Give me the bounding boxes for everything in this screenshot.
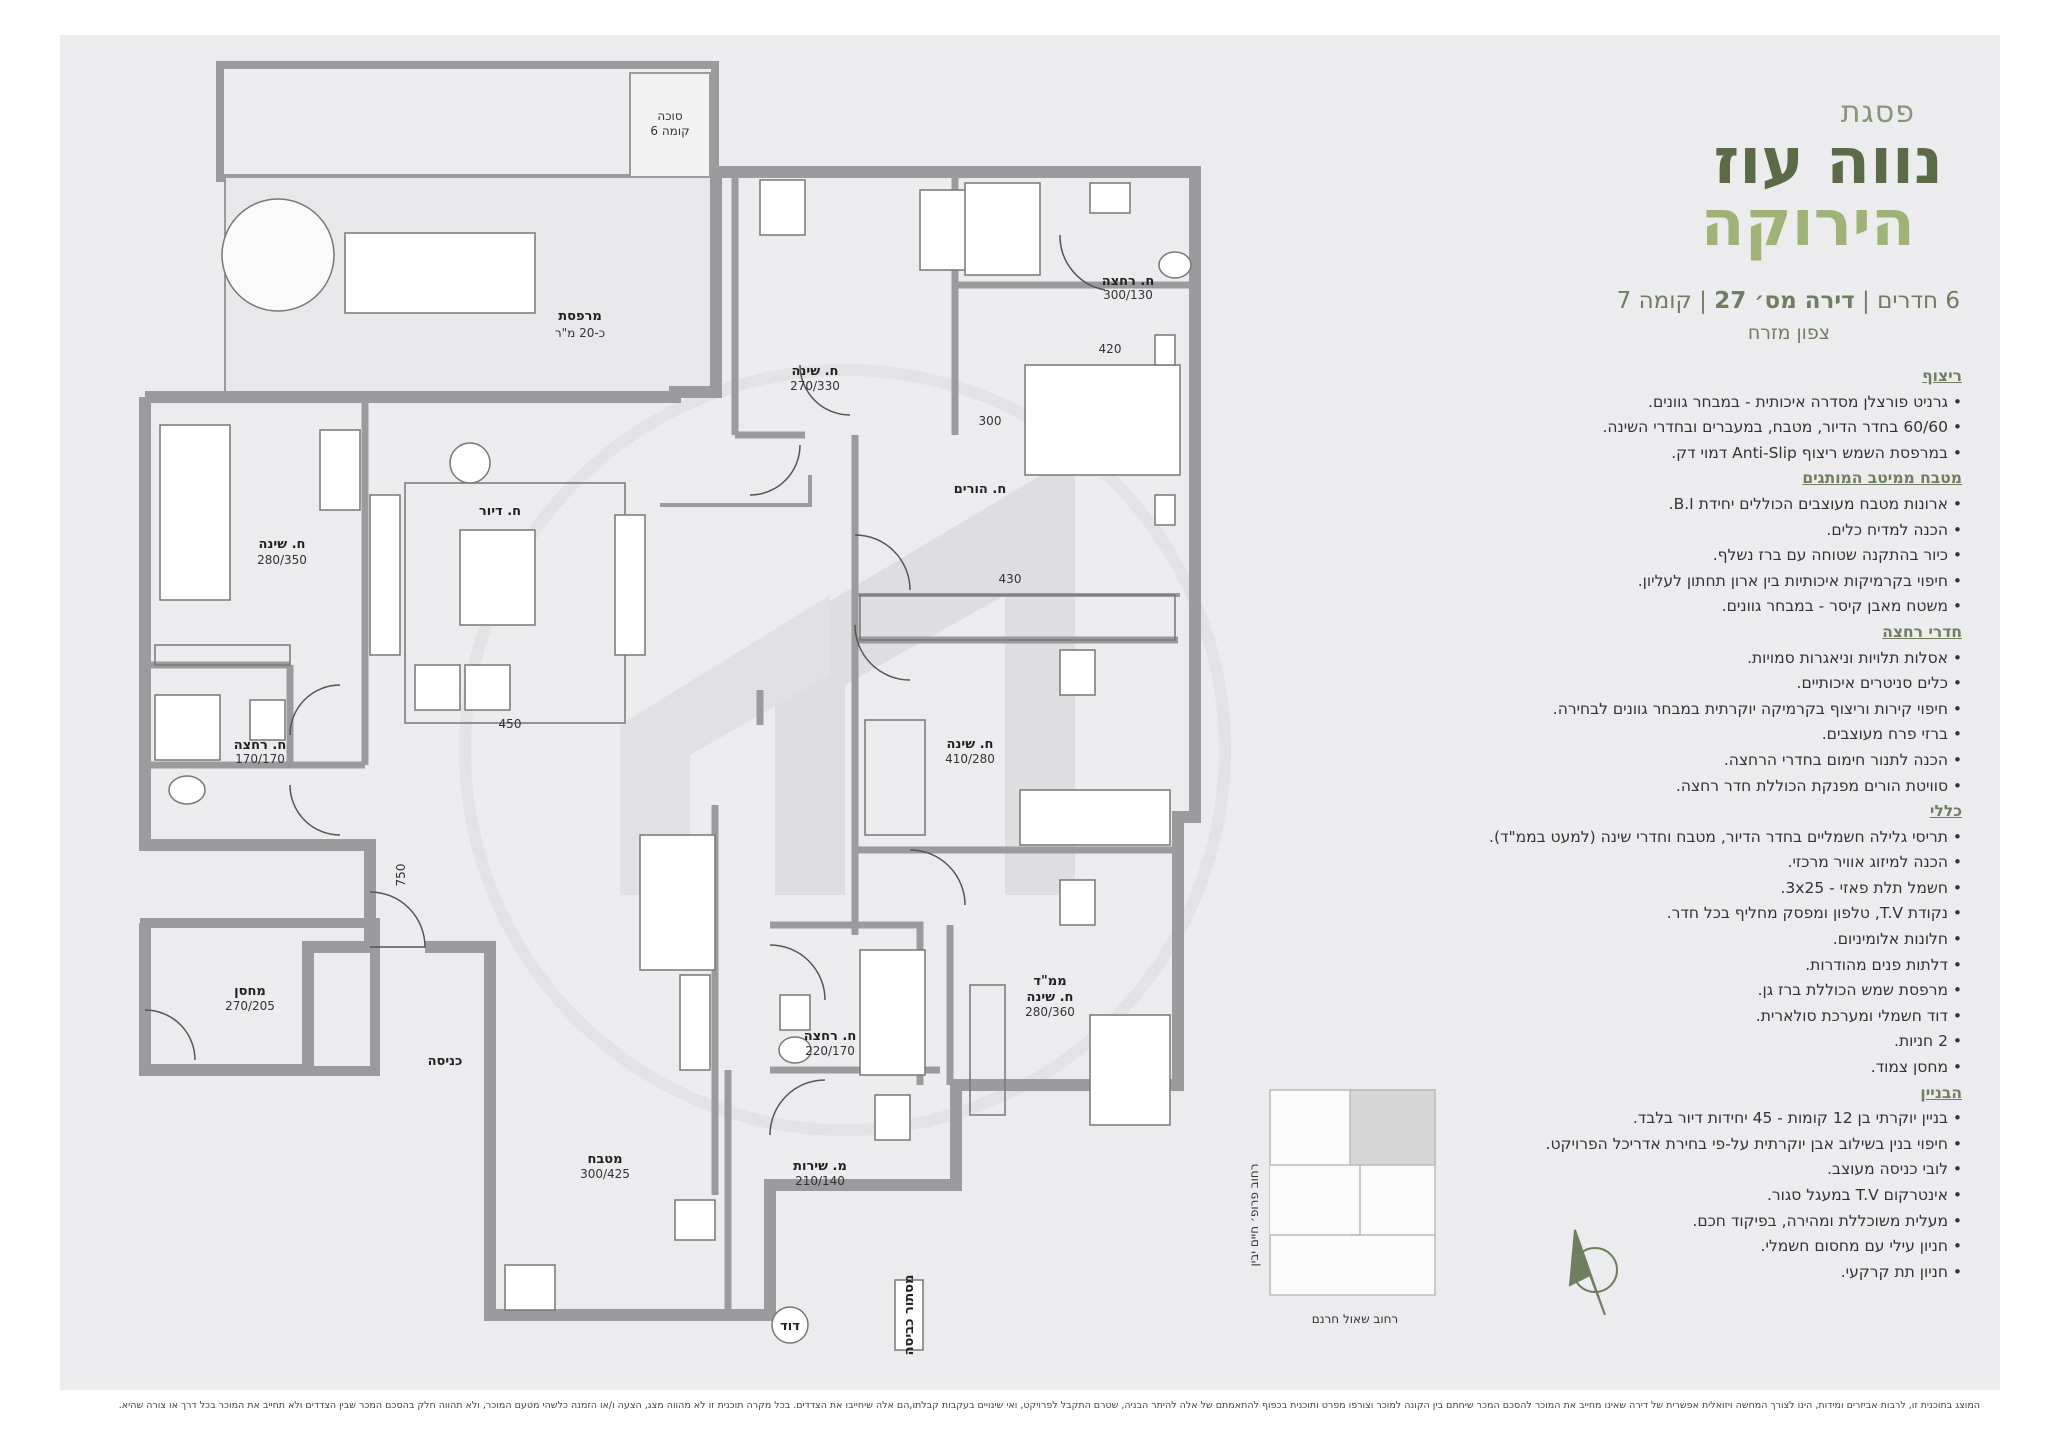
room-label-kitchen: מטבח [587, 1152, 622, 1167]
room-label-bedroom-nw: ח. שינה [259, 537, 306, 552]
dim-living: 450 [499, 717, 522, 731]
room-detail-bedroom-e: 410/280 [945, 752, 995, 766]
spec-item: במרפסת השמש ריצוף Anti-Slip דמוי דק. [1362, 441, 1962, 467]
room-detail-balcony: כ-20 מ"ר [555, 326, 605, 340]
project-logo: פסגת נווה עוז הירוקה [1645, 95, 1955, 260]
logo-name-line2: הירוקה [1700, 187, 1915, 261]
room-label-parents: ח. הורים [954, 482, 1007, 497]
spec-section-title: מטבח ממיטב המותגים [1802, 469, 1962, 488]
header-rooms: 6 חדרים [1877, 288, 1960, 314]
spec-item: נקודת T.V, טלפון ומפסק מחליף בכל חדר. [1362, 901, 1962, 927]
spec-item: דלתות פנים מהודרות. [1362, 953, 1962, 979]
spec-item: מחסן צמוד. [1362, 1055, 1962, 1081]
room-label-bath-ne: ח. רחצה [1102, 274, 1155, 289]
dim-parents-3: 430 [999, 572, 1022, 586]
spec-item: חלונות אלומיניום. [1362, 927, 1962, 953]
spec-item: ברזי פרח מעוצבים. [1362, 722, 1962, 748]
spec-item: מרפסת שמש הכוללת ברז גן. [1362, 978, 1962, 1004]
dim-corridor: 750 [394, 864, 408, 887]
spec-section-title: הבניין [1920, 1083, 1962, 1102]
room-detail-kitchen: 300/425 [580, 1167, 630, 1181]
door-swings [144, 234, 1106, 1136]
dim-parents-2: 300 [979, 414, 1002, 428]
header-floor: קומה 7 [1616, 288, 1692, 314]
room-detail-bath-ne: 300/130 [1103, 288, 1153, 302]
logo-prefix: פסגת [1840, 95, 1915, 130]
header-direction: צפון מזרח [1747, 322, 1830, 344]
room-label-balcony: מרפסת [558, 309, 602, 324]
spec-item: משטח מאבן קיסר - במבחר גוונים. [1362, 594, 1962, 620]
room-detail-bath-w: 170/170 [235, 752, 285, 766]
spec-item: חניון תת קרקעי. [1362, 1260, 1962, 1286]
spec-item: הכנה לתנור חימום בחדרי הרחצה. [1362, 748, 1962, 774]
room-detail-bath-c: 220/170 [805, 1044, 855, 1058]
room-label-bedroom-n: ח. שינה [792, 364, 839, 379]
spec-item: כיור בהתקנה שטוחה עם ברז נשלף. [1362, 543, 1962, 569]
furniture [154, 179, 1192, 1351]
disclaimer: המוצג בתוכנית זו, לרבות אביזרים ומידות, … [118, 1400, 1980, 1411]
watermark-logo [459, 364, 1231, 1136]
logo-name-line1: נווה עוז [1713, 125, 1943, 199]
spec-section-title: חדרי רחצה [1882, 622, 1962, 641]
spec-item: ארונות מטבח מעוצבים הכוללים יחידת B.I. [1362, 492, 1962, 518]
room-label-entrance: כניסה [428, 1054, 463, 1069]
street-west: רחוב פרופ׳ חיים יבין [1247, 1163, 1261, 1266]
spec-item: גרניט פורצלן מסדרה איכותית - במבחר גווני… [1362, 390, 1962, 416]
room-detail-sukkah: קומה 6 [650, 124, 689, 138]
room-label-laundry: מסתור כביסה [902, 1275, 917, 1356]
spec-item: דוד חשמלי ומערכת סולארית. [1362, 1004, 1962, 1030]
spec-item: חיפוי בנין בשילוב אבן יוקרתית על-פי בחיר… [1362, 1132, 1962, 1158]
room-label-mamad: ממ"ד [1033, 974, 1066, 989]
room-detail-bedroom-n: 270/330 [790, 379, 840, 393]
sukkah-box [629, 72, 711, 178]
spec-item: חניון עילי עם מחסום חשמלי. [1362, 1234, 1962, 1260]
spec-item: חשמל תלת פאזי - 3x25. [1362, 876, 1962, 902]
spec-item: בניין יוקרתי בן 12 קומות - 45 יחידות דיו… [1362, 1106, 1962, 1132]
street-south: רחוב שאול חרנם [1312, 1312, 1398, 1326]
room-label-living: ח. דיור [479, 504, 521, 519]
room-detail-service: 210/140 [795, 1174, 845, 1188]
room-label-bath-w: ח. רחצה [234, 738, 287, 753]
spec-item: חיפוי בקרמיקות איכותיות בין ארון תחתון ל… [1362, 569, 1962, 595]
room-label-service: מ. שירות [793, 1159, 847, 1174]
spec-item: מעלית משוכללת ומהירה, בפיקוד חכם. [1362, 1209, 1962, 1235]
spec-item: אינטרקום T.V במעגל סגור. [1362, 1183, 1962, 1209]
room-detail-bedroom-nw: 280/350 [257, 553, 307, 567]
header-apartment: דירה מס׳ 27 [1714, 288, 1855, 314]
spec-item: לובי כניסה מעוצב. [1362, 1157, 1962, 1183]
apartment-header: 6 חדרים | דירה מס׳ 27 | קומה 7 צפון מזרח [1400, 288, 1960, 344]
spec-item: אסלות תלויות וניאגרות סמויות. [1362, 646, 1962, 672]
room-label-storage: מחסן [234, 984, 266, 999]
spec-item: כלים סניטרים איכותיים. [1362, 671, 1962, 697]
room-detail-storage: 270/205 [225, 999, 275, 1013]
floor-plan: מרפסת כ-20 מ"ר סוכה קומה 6 ח. שינה 280/3… [139, 61, 1618, 1356]
dim-parents-1: 420 [1099, 342, 1122, 356]
spec-item: סוויטת הורים מפנקת הכוללת חדר רחצה. [1362, 774, 1962, 800]
storage-wall [140, 918, 380, 1076]
spec-section-title: כללי [1929, 802, 1962, 821]
room-label-mamad-bedroom: ח. שינה [1027, 990, 1074, 1005]
spec-item: חיפוי קירות וריצוף בקרמיקה יוקרתית במבחר… [1362, 697, 1962, 723]
room-label-boiler: דוד [780, 1319, 800, 1334]
room-label-bedroom-e: ח. שינה [947, 737, 994, 752]
spec-item: 60/60 בחדר הדיור, מטבח, במעברים ובחדרי ה… [1362, 415, 1962, 441]
room-label-sukkah: סוכה [657, 109, 682, 123]
specification-list: ריצוף גרניט פורצלן מסדרה איכותית - במבחר … [1362, 364, 1962, 1285]
room-detail-mamad: 280/360 [1025, 1005, 1075, 1019]
spec-item: 2 חניות. [1362, 1029, 1962, 1055]
spec-item: תריסי גלילה חשמליים בחדר הדיור, מטבח וחד… [1362, 825, 1962, 851]
room-label-bath-c: ח. רחצה [804, 1029, 857, 1044]
spec-item: הכנה למדיח כלים. [1362, 518, 1962, 544]
spec-item: הכנה למיזוג אוויר מרכזי. [1362, 850, 1962, 876]
spec-section-title: ריצוף [1922, 367, 1962, 385]
